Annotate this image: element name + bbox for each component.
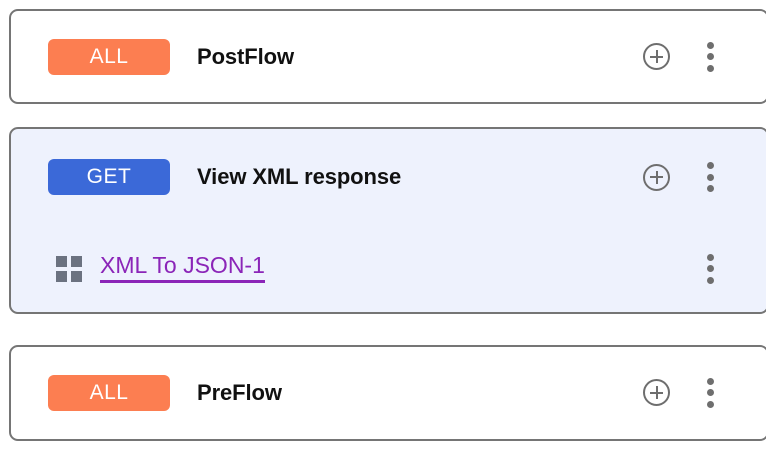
flow-step-row[interactable]: XML To JSON-1 bbox=[11, 225, 766, 312]
row-actions bbox=[643, 377, 721, 408]
kebab-dot bbox=[706, 64, 714, 72]
method-badge-all: ALL bbox=[48, 38, 170, 75]
add-icon[interactable] bbox=[643, 43, 670, 70]
kebab-dot bbox=[706, 53, 714, 60]
kebab-dot bbox=[706, 400, 714, 408]
row-actions bbox=[643, 162, 721, 192]
grid-icon bbox=[56, 255, 82, 282]
grid-square bbox=[71, 255, 82, 267]
add-icon[interactable] bbox=[643, 379, 670, 406]
row-actions bbox=[643, 41, 721, 72]
kebab-dot bbox=[706, 377, 714, 385]
kebab-dot bbox=[706, 162, 714, 169]
more-options-icon[interactable] bbox=[699, 377, 721, 408]
flow-row[interactable]: ALL PreFlow bbox=[11, 347, 766, 438]
flow-card-postflow[interactable]: ALL PostFlow bbox=[9, 9, 766, 104]
flow-card-view-xml-response[interactable]: GET View XML response XML To JSON-1 bbox=[9, 127, 766, 314]
kebab-dot bbox=[706, 265, 714, 272]
kebab-dot bbox=[706, 41, 714, 49]
method-badge-get: GET bbox=[48, 159, 170, 195]
grid-square bbox=[56, 255, 67, 267]
more-options-icon[interactable] bbox=[699, 253, 721, 284]
row-actions bbox=[670, 253, 721, 284]
method-badge-all: ALL bbox=[48, 374, 170, 411]
flow-card-preflow[interactable]: ALL PreFlow bbox=[9, 345, 766, 441]
flow-step-link[interactable]: XML To JSON-1 bbox=[100, 254, 265, 283]
kebab-dot bbox=[706, 389, 714, 396]
grid-square bbox=[56, 270, 67, 282]
kebab-dot bbox=[706, 185, 714, 192]
kebab-dot bbox=[706, 173, 714, 181]
more-options-icon[interactable] bbox=[699, 41, 721, 72]
flow-title: PreFlow bbox=[197, 379, 282, 405]
grid-square bbox=[71, 270, 82, 282]
kebab-dot bbox=[706, 253, 714, 261]
flow-row[interactable]: ALL PostFlow bbox=[11, 11, 766, 102]
kebab-dot bbox=[706, 276, 714, 284]
flow-title: PostFlow bbox=[197, 43, 294, 69]
add-icon[interactable] bbox=[643, 163, 670, 191]
flow-title: View XML response bbox=[197, 164, 402, 189]
flow-row[interactable]: GET View XML response bbox=[11, 129, 766, 225]
more-options-icon[interactable] bbox=[699, 162, 721, 192]
